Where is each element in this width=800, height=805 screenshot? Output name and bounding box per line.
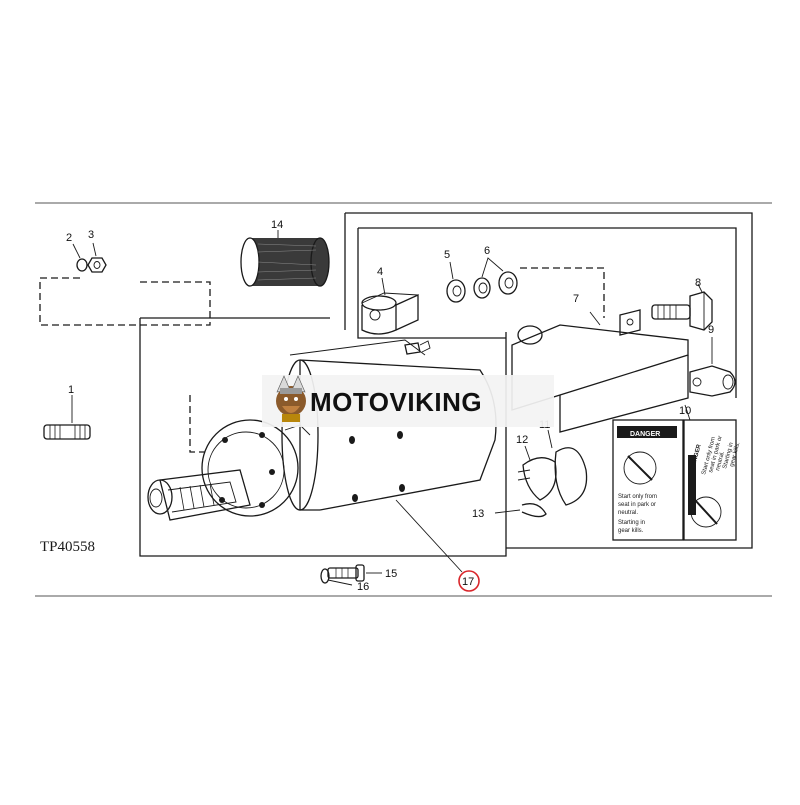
decal-right-text: DANGER Start only from seat in park or n… [690,435,741,475]
viking-logo-icon [276,375,306,422]
part-14-boot [240,230,330,287]
part-12-ring [517,445,557,501]
decal-left-header: DANGER [630,431,660,438]
dashed-leader-1 [189,395,205,453]
part-11-ring [547,429,588,506]
dashed-leader-4-6 [520,267,605,318]
callout-2: 2 [66,232,72,244]
watermark-text: MOTOVIKING [310,387,482,417]
decal-left-line-4: Starting in [618,520,645,526]
callout-5: 5 [444,249,450,261]
callout-17-highlight-ring [458,570,480,592]
part-13-ring [494,503,547,518]
watermark: MOTOVIKING [262,375,554,427]
decal-left-text: Start only from seat in park or neutral.… [618,494,657,534]
callout-7: 7 [573,293,579,305]
callout-12: 12 [516,434,528,446]
part-2-lockwasher [72,243,88,272]
decal-left-line-2: seat in park or [618,502,656,508]
callout-10: 10 [679,405,691,417]
part-6-washers [473,257,518,299]
part-5-washer [446,261,466,303]
part-10-decals [612,404,737,541]
callout-13: 13 [472,508,484,520]
part-4-spacer [361,277,419,335]
dashed-leader-2-3 [39,277,211,326]
decal-right-line-3: neutral. [715,450,726,471]
part-8-bolt [651,283,713,331]
solenoid-kit-frame [358,227,737,398]
part-9-clamp [689,337,736,397]
solenoid-group-frame [345,212,753,549]
callout-3: 3 [88,229,94,241]
callout-4: 4 [377,266,383,278]
callout-9: 9 [708,324,714,336]
callout-17: 17 [462,576,474,588]
callout-1: 1 [68,384,74,396]
figure-id: TP40558 [40,539,95,555]
decal-left-line-3: neutral. [618,510,638,516]
starter-group-frame [139,318,507,557]
part-16-washer [320,568,353,586]
solenoid-kit-frame-left [357,228,506,339]
callout-14: 14 [271,219,283,231]
part-15-screw [327,564,382,582]
callout-8: 8 [695,277,701,289]
part-1-stud [43,395,91,440]
starter-motor [147,339,497,573]
callout-16: 16 [357,581,369,593]
decal-left-line-5: gear kills. [618,528,644,534]
decal-left-line-1: Start only from [618,494,657,500]
callout-15: 15 [385,568,397,580]
part-3-nut [87,242,107,273]
callout-6: 6 [484,245,490,257]
